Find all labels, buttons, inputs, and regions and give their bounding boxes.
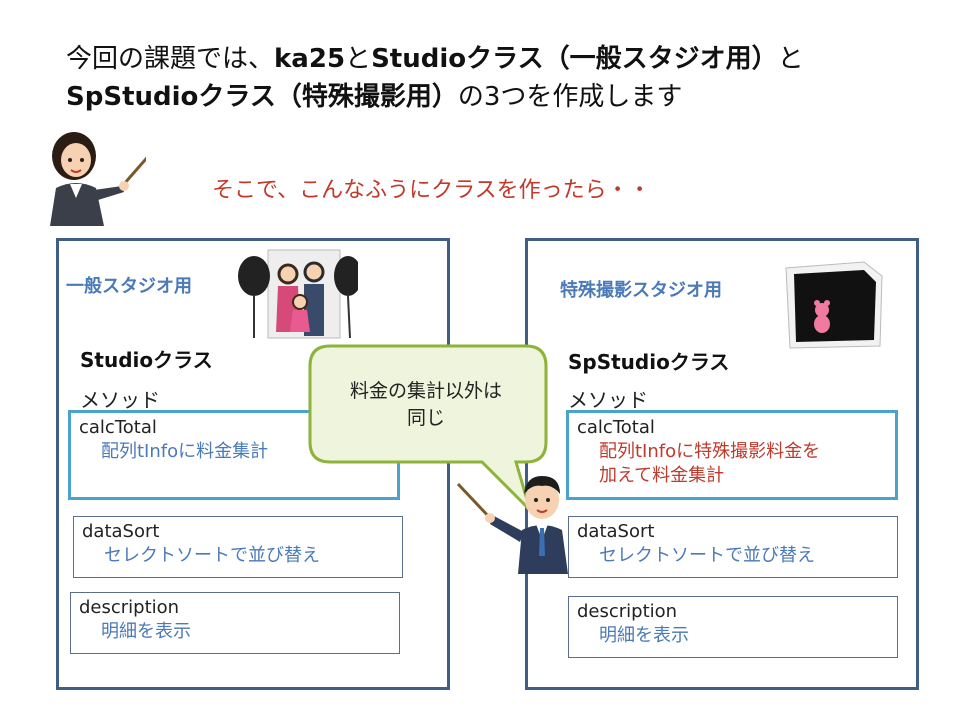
studio-methods-label: メソッド <box>80 388 160 412</box>
method-desc: 明細を表示 <box>101 621 191 642</box>
face-shape <box>61 143 91 177</box>
method-desc: セレクトソートで並び替え <box>599 545 815 566</box>
box-interior <box>794 270 876 342</box>
slide-title: 今回の課題では、ka25とStudioクラス（一般スタジオ用）と SpStudi… <box>66 40 926 116</box>
title-seg4: Studioクラス（一般スタジオ用） <box>371 44 778 74</box>
teacher-man-illustration <box>456 476 568 574</box>
bear-ear-left <box>814 300 820 306</box>
eye-right <box>80 158 84 162</box>
eye-left <box>68 158 72 162</box>
pointer-stick <box>456 482 494 522</box>
spstudio-method-calctotal: calcTotal 配列tInfoに特殊撮影料金を 加えて料金集計 <box>566 410 898 500</box>
mouth <box>536 509 548 513</box>
method-desc: 配列tInfoに料金集計 <box>101 441 269 462</box>
hand <box>485 513 495 523</box>
necktie <box>539 528 545 556</box>
method-desc-line2: 加えて料金集計 <box>599 465 725 486</box>
method-name: dataSort <box>82 521 160 542</box>
photo-box-illustration <box>785 261 883 349</box>
pointer-stick <box>122 156 146 185</box>
title-seg3: と <box>345 44 372 74</box>
title-seg6: SpStudioクラス（特殊撮影用） <box>66 82 458 112</box>
studio-class-name: Studioクラス <box>80 348 213 372</box>
spstudio-class-name: SpStudioクラス <box>568 350 730 374</box>
studio-method-datasort: dataSort セレクトソートで並び替え <box>73 516 403 578</box>
face-shape <box>525 481 559 519</box>
speech-bubble <box>308 344 548 512</box>
speech-bubble-text: 料金の集計以外は 同じ <box>310 378 542 432</box>
method-name: dataSort <box>577 521 655 542</box>
bubble-line2: 同じ <box>406 407 445 429</box>
bear-head <box>815 303 829 317</box>
suit-body <box>50 183 104 226</box>
method-name: calcTotal <box>577 417 655 438</box>
light-stand-right <box>347 295 351 339</box>
spstudio-panel-title: 特殊撮影スタジオ用 <box>560 280 722 301</box>
studio-panel-title: 一般スタジオ用 <box>66 276 192 297</box>
father-body <box>304 284 324 336</box>
title-seg1: 今回の課題では、 <box>66 44 275 74</box>
shirt-collar <box>70 184 82 198</box>
child-head <box>292 294 308 310</box>
title-seg5: と <box>777 44 804 74</box>
method-name: description <box>79 597 180 618</box>
subtitle: そこで、こんなふうにクラスを作ったら・・ <box>212 178 651 203</box>
title-seg7: の3つを作成します <box>457 82 683 112</box>
method-name: description <box>577 601 678 622</box>
method-desc: 明細を表示 <box>599 625 689 646</box>
arm <box>490 516 524 542</box>
method-desc-line1: 配列tInfoに特殊撮影料金を <box>599 441 821 462</box>
eye-left <box>534 498 538 502</box>
method-desc: セレクトソートで並び替え <box>104 545 320 566</box>
hand <box>119 181 129 191</box>
method-name: calcTotal <box>79 417 157 438</box>
mother-head <box>277 263 299 285</box>
spstudio-method-datasort: dataSort セレクトソートで並び替え <box>568 516 898 578</box>
speech-bubble-shape <box>308 344 548 512</box>
studio-method-description: description 明細を表示 <box>70 592 400 654</box>
arm <box>94 186 124 200</box>
bear-ear-right <box>824 300 830 306</box>
teacher-woman-illustration <box>50 132 146 226</box>
family-studio-illustration <box>238 249 358 339</box>
spstudio-methods-label: メソッド <box>568 388 648 412</box>
title-seg2: ka25 <box>274 44 346 74</box>
spstudio-method-description: description 明細を表示 <box>568 596 898 658</box>
bear-body <box>814 315 830 333</box>
studio-light-left <box>238 256 270 296</box>
bubble-line1: 料金の集計以外は <box>349 380 502 402</box>
hair-shape <box>524 476 560 494</box>
father-head <box>303 261 325 283</box>
studio-light-right <box>334 256 358 296</box>
mouth <box>70 169 82 173</box>
eye-right <box>546 498 550 502</box>
child-body <box>290 310 310 332</box>
